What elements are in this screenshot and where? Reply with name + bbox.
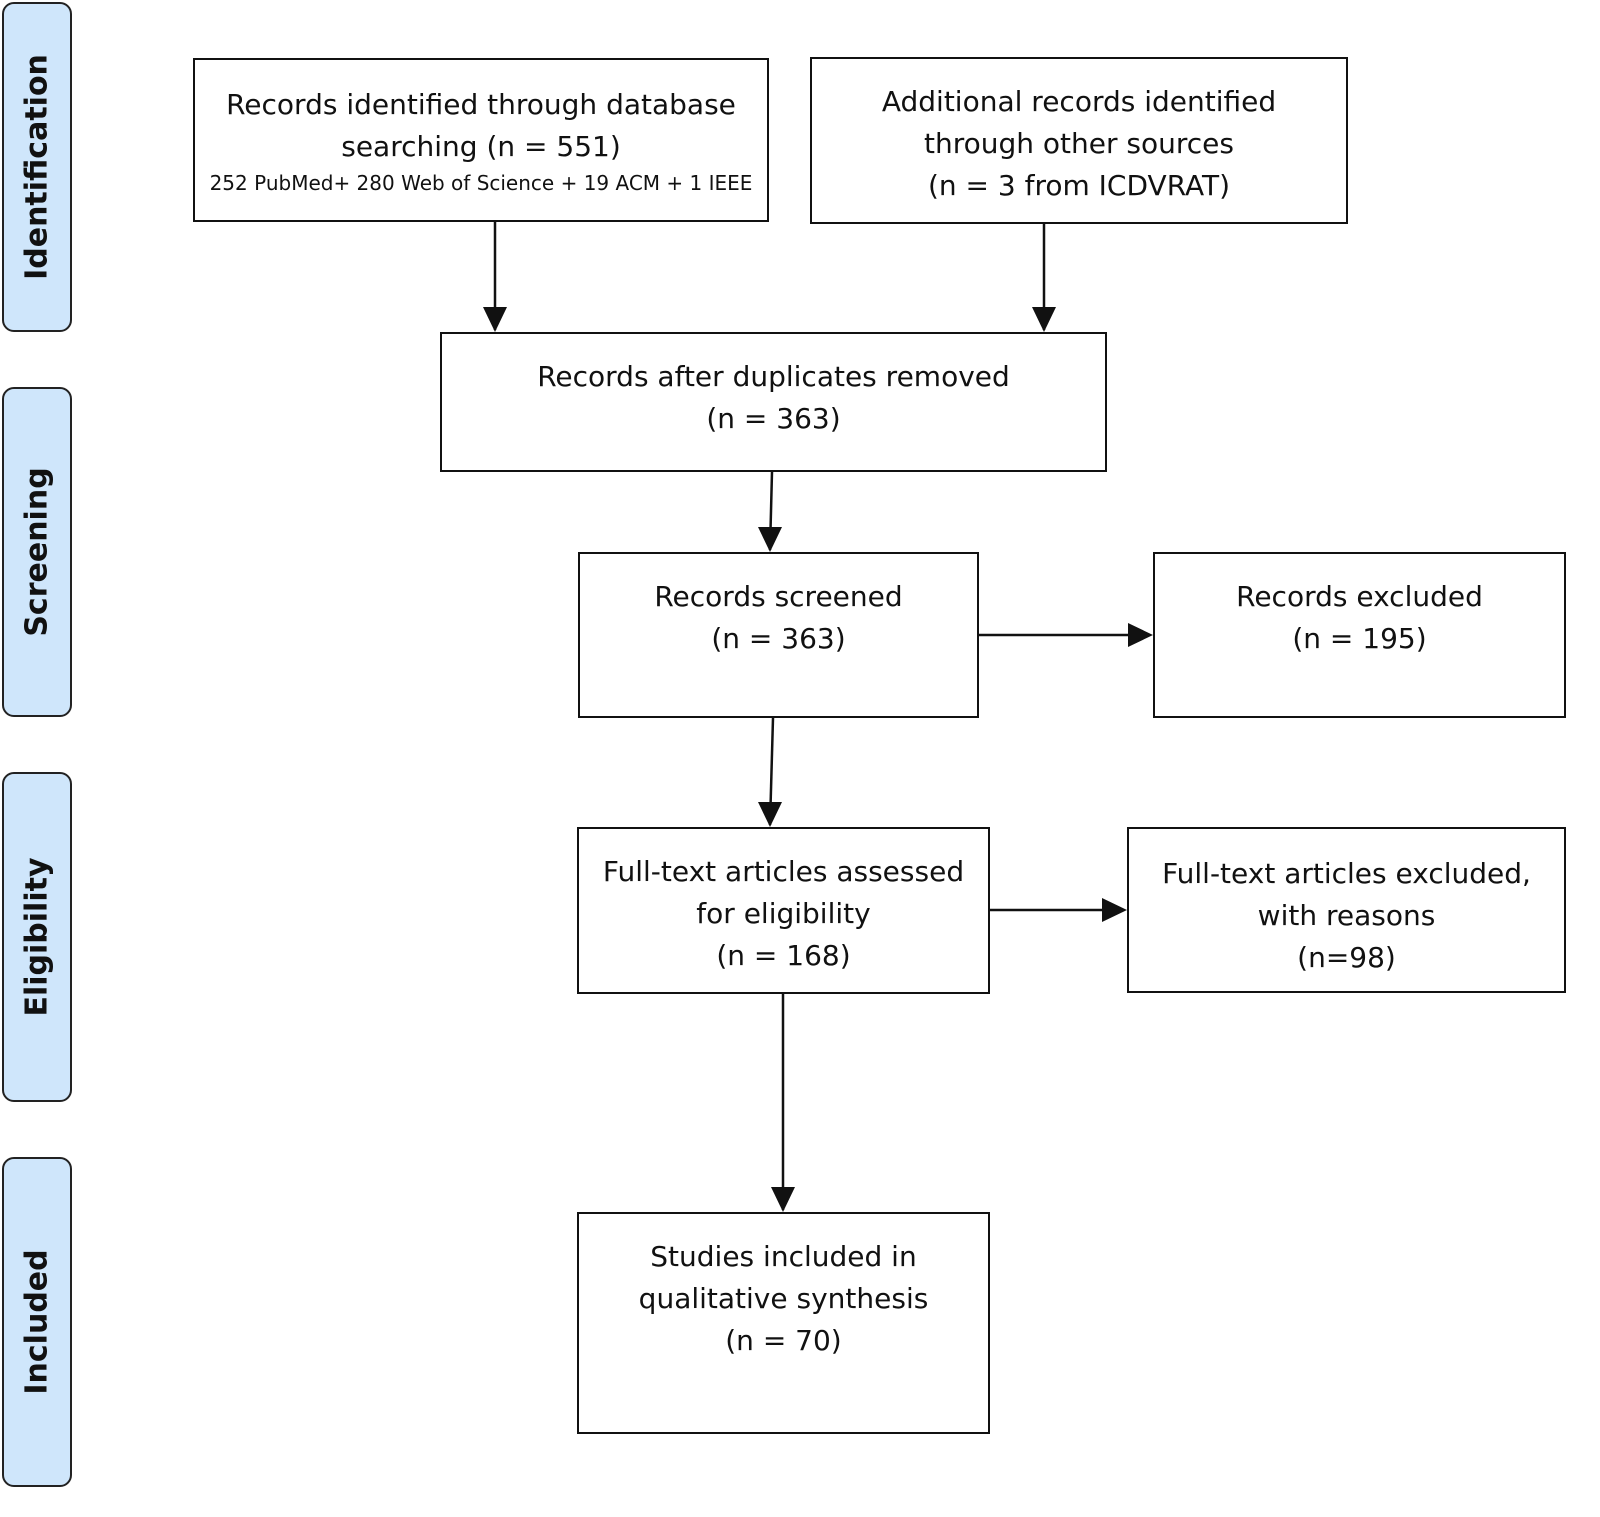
fulltext-line3: (n = 168) bbox=[716, 939, 851, 972]
arrowhead bbox=[1102, 898, 1127, 922]
arrowhead bbox=[771, 1187, 795, 1212]
included-line3: (n = 70) bbox=[725, 1324, 842, 1357]
fulltext-excluded-line2: with reasons bbox=[1257, 899, 1436, 932]
fulltext-box: Full-text articles assessed for eligibil… bbox=[577, 827, 990, 994]
arrowhead bbox=[483, 307, 507, 332]
fulltext-line2: for eligibility bbox=[696, 897, 871, 930]
database-records-line2: searching (n = 551) bbox=[341, 130, 621, 163]
deduplicated-line2: (n = 363) bbox=[706, 402, 841, 435]
database-records-detail: 252 PubMed+ 280 Web of Science + 19 ACM … bbox=[209, 171, 753, 195]
database-records-box: Records identified through database sear… bbox=[193, 58, 769, 222]
excluded-line1: Records excluded bbox=[1236, 580, 1483, 613]
excluded-box: Records excluded (n = 195) bbox=[1153, 552, 1566, 718]
included-line1: Studies included in bbox=[650, 1240, 917, 1273]
arrowhead bbox=[758, 802, 782, 827]
other-sources-box: Additional records identified through ot… bbox=[810, 57, 1348, 224]
screened-line2: (n = 363) bbox=[711, 622, 846, 655]
included-line2: qualitative synthesis bbox=[638, 1282, 929, 1315]
fulltext-excluded-box: Full-text articles excluded, with reason… bbox=[1127, 827, 1566, 993]
phase-eligibility: Eligibility bbox=[2, 772, 72, 1102]
screened-line1: Records screened bbox=[654, 580, 903, 613]
phase-included: Included bbox=[2, 1157, 72, 1487]
other-sources-line1: Additional records identified bbox=[881, 85, 1277, 118]
fulltext-line1: Full-text articles assessed bbox=[602, 855, 965, 888]
fulltext-excluded-line3: (n=98) bbox=[1297, 941, 1396, 974]
excluded-line2: (n = 195) bbox=[1292, 622, 1427, 655]
deduplicated-box: Records after duplicates removed (n = 36… bbox=[440, 332, 1107, 472]
arrowhead bbox=[1128, 623, 1153, 647]
screened-box: Records screened (n = 363) bbox=[578, 552, 979, 718]
fulltext-excluded-line1: Full-text articles excluded, bbox=[1162, 857, 1531, 890]
other-sources-line2: through other sources bbox=[924, 127, 1234, 160]
arrowhead bbox=[758, 527, 782, 552]
phase-identification: Identification bbox=[2, 2, 72, 332]
included-box: Studies included in qualitative synthesi… bbox=[577, 1212, 990, 1434]
other-sources-line3: (n = 3 from ICDVRAT) bbox=[927, 169, 1231, 202]
database-records-line1: Records identified through database bbox=[226, 88, 736, 121]
arrowhead bbox=[1032, 307, 1056, 332]
deduplicated-line1: Records after duplicates removed bbox=[537, 360, 1010, 393]
phase-screening: Screening bbox=[2, 387, 72, 717]
